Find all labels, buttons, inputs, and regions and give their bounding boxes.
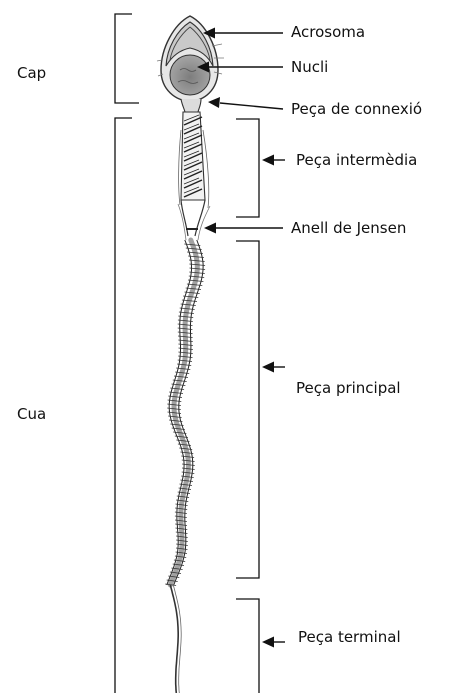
- nucleus: [170, 55, 210, 95]
- midpiece-bracket: [236, 119, 259, 217]
- jensen-ring-label: Anell de Jensen: [291, 219, 406, 237]
- end-piece-bracket: [236, 599, 259, 693]
- connecting-piece: [181, 99, 201, 112]
- midpiece-label: Peça intermèdia: [296, 151, 417, 169]
- principal-piece-arrow: [262, 362, 285, 373]
- tail-region-label: Cua: [17, 405, 46, 423]
- connecting-piece-label: Peça de connexió: [291, 100, 422, 118]
- nucleus-label: Nucli: [291, 58, 328, 76]
- jensen-ring-area: [178, 200, 210, 240]
- principal-piece-label: Peça principal: [296, 379, 401, 397]
- tail-region-bracket: [115, 118, 132, 693]
- midpiece-arrow: [262, 155, 285, 166]
- end-piece-label: Peça terminal: [298, 628, 401, 646]
- acrosome-arrow: [203, 28, 283, 39]
- head-region-label: Cap: [17, 64, 46, 82]
- acrosome-label: Acrosoma: [291, 23, 365, 41]
- midpiece: [179, 112, 209, 208]
- jensen-ring-arrow: [204, 223, 283, 234]
- end-piece-arrow: [262, 637, 285, 648]
- connecting-piece-arrow: [208, 97, 283, 109]
- principal-piece-bracket: [236, 241, 259, 578]
- head-region-bracket: [115, 14, 139, 103]
- flagellum: [165, 240, 205, 693]
